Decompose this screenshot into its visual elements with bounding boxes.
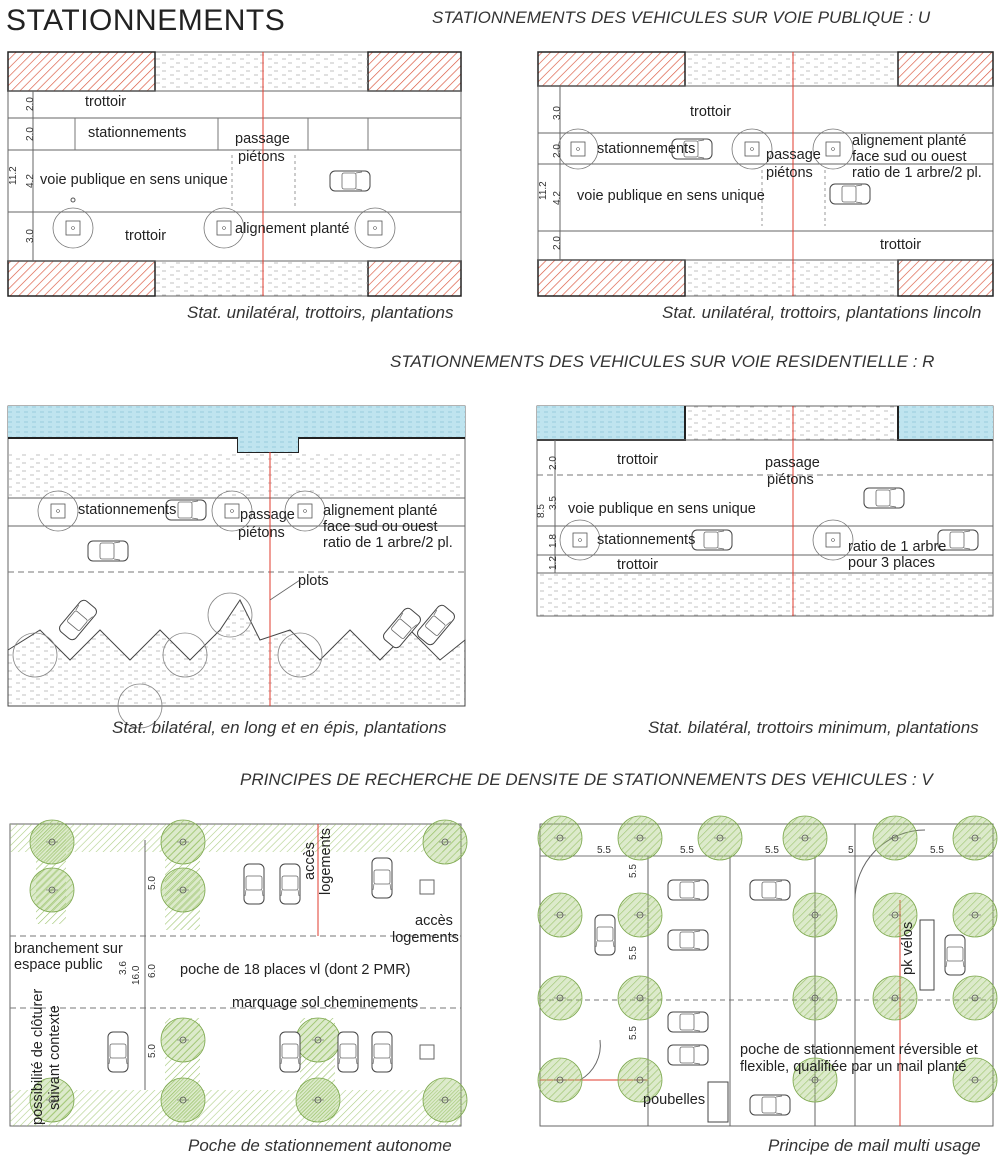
p2-voie: voie publique en sens unique [577, 188, 765, 204]
p6-dim-55d: 5.5 [930, 845, 944, 856]
p5-acces-v: accès [302, 842, 318, 880]
p4-dim-20: 2.0 [548, 456, 559, 470]
p2-trottoir-bottom: trottoir [880, 237, 922, 253]
section-title-u: STATIONNEMENTS DES VEHICULES SUR VOIE PU… [432, 8, 931, 27]
p6-dim-55b: 5.5 [680, 845, 694, 856]
p5-dim-160: 16.0 [131, 965, 142, 985]
p4-passage: passage [765, 455, 820, 471]
p3-ratio: ratio de 1 arbre/2 pl. [323, 535, 453, 551]
plan-panel-4 [536, 405, 994, 617]
p5-logements-v: logements [318, 828, 334, 895]
p5-possibilite: possibilité de clôturer [30, 988, 46, 1125]
section-title-r: STATIONNEMENTS DES VEHICULES SUR VOIE RE… [390, 352, 935, 371]
p4-caption: Stat. bilatéral, trottoirs minimum, plan… [648, 718, 979, 737]
p3-alignement: alignement planté [323, 503, 438, 519]
p1-dim-2a: 2.0 [25, 97, 36, 111]
p3-pietons: piétons [238, 525, 285, 541]
p1-dim-30: 3.0 [25, 229, 36, 243]
plan-panel-1 [7, 51, 462, 297]
p6-dim-55g: 5.5 [628, 1026, 639, 1040]
p5-espace: espace public [14, 957, 103, 973]
p2-face: face sud ou ouest [852, 149, 967, 165]
plan-panel-6 [537, 815, 998, 1127]
p2-passage: passage [766, 147, 821, 163]
p5-dim-50b: 5.0 [147, 1044, 158, 1058]
p4-ratio3a: ratio de 1 arbre [848, 539, 947, 555]
p5-marquage: marquage sol cheminements [232, 995, 419, 1011]
p6-dim-55a: 5.5 [597, 845, 611, 856]
p5-caption: Poche de stationnement autonome [188, 1136, 452, 1155]
p1-trottoir-top: trottoir [85, 94, 127, 110]
p5-logements: logements [392, 930, 459, 946]
p6-flexible: flexible, qualifiée par un mail planté [740, 1059, 967, 1075]
p2-dim-112: 11.2 [538, 181, 549, 200]
p2-dim-30: 3.0 [552, 106, 563, 120]
p2-stationnements: stationnements [597, 141, 696, 157]
p1-trottoir-bottom: trottoir [125, 228, 167, 244]
p1-dim-42: 4.2 [25, 174, 36, 188]
p6-caption: Principe de mail multi usage [768, 1136, 981, 1155]
p4-trottoir-bottom: trottoir [617, 557, 659, 573]
p4-ratio3b: pour 3 places [848, 555, 936, 571]
p6-pkvelos: pk vélos [900, 921, 916, 975]
p1-dim-2b: 2.0 [25, 127, 36, 141]
plan-panel-5 [9, 819, 468, 1127]
p2-ratio: ratio de 1 arbre/2 pl. [852, 165, 982, 181]
p5-dim-60: 6.0 [147, 964, 158, 978]
p6-poubelles: poubelles [643, 1092, 706, 1108]
p6-dim-55e: 5.5 [628, 864, 639, 878]
p1-pietons: piétons [238, 149, 285, 165]
p4-voie: voie publique en sens unique [568, 501, 756, 517]
p6-dim-5: 5 [848, 845, 854, 856]
p5-suivant: suivant contexte [47, 1005, 63, 1110]
p3-plots: plots [298, 573, 329, 589]
plan-panel-2 [537, 51, 994, 297]
p3-stationnements: stationnements [78, 502, 177, 518]
p2-dim-2a: 2.0 [552, 144, 563, 158]
p6-dim-55f: 5.5 [628, 946, 639, 960]
p4-trottoir-top: trottoir [617, 452, 659, 468]
p1-passage: passage [235, 131, 290, 147]
p5-dim-50a: 5.0 [147, 876, 158, 890]
p5-dim-36: 3.6 [118, 961, 129, 975]
p4-dim-12: 1.2 [548, 556, 559, 570]
p1-voie: voie publique en sens unique [40, 172, 228, 188]
p3-passage: passage [240, 507, 295, 523]
p4-dim-85: 8.5 [536, 504, 547, 518]
page-title: STATIONNEMENTS [6, 4, 286, 37]
p2-trottoir-top: trottoir [690, 104, 732, 120]
p2-alignement: alignement planté [852, 133, 967, 149]
p4-stationnements: stationnements [597, 532, 696, 548]
p1-alignement: alignement planté [235, 221, 350, 237]
p2-dim-42: 4.2 [552, 191, 563, 205]
p1-caption: Stat. unilatéral, trottoirs, plantations [187, 303, 454, 322]
p3-face: face sud ou ouest [323, 519, 438, 535]
p4-pietons: piétons [767, 472, 814, 488]
p2-dim-2b: 2.0 [552, 236, 563, 250]
p5-acces: accès [415, 913, 453, 929]
p1-stationnements: stationnements [88, 125, 187, 141]
p5-poche18: poche de 18 places vl (dont 2 PMR) [180, 962, 411, 978]
p5-branchement: branchement sur [14, 941, 123, 957]
p3-caption: Stat. bilatéral, en long et en épis, pla… [112, 718, 447, 737]
p2-pietons: piétons [766, 165, 813, 181]
p6-pocherev: poche de stationnement réversible et [740, 1042, 978, 1058]
plan-panel-3 [7, 405, 466, 729]
p4-dim-18: 1.8 [548, 534, 559, 548]
section-title-v: PRINCIPES DE RECHERCHE DE DENSITE DE STA… [240, 770, 933, 789]
p2-caption: Stat. unilatéral, trottoirs, plantations… [662, 303, 982, 322]
p1-dim-112: 11.2 [8, 166, 19, 185]
p4-dim-35: 3.5 [548, 496, 559, 510]
p6-dim-55c: 5.5 [765, 845, 779, 856]
